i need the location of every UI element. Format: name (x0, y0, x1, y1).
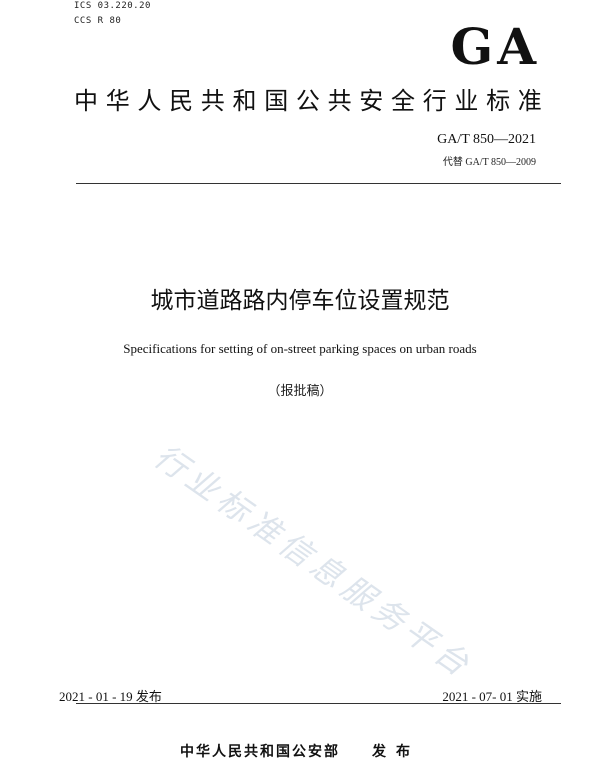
header-divider (76, 183, 561, 184)
publish-date: 2021 - 01 - 19 发布 (59, 689, 162, 704)
ccs-code: CCS R 80 (74, 16, 122, 26)
document-title-english: Specifications for setting of on-street … (123, 341, 477, 356)
watermark-text: 行业标准信息服务平台 (147, 437, 481, 687)
draft-status: （报批稿） (267, 384, 333, 399)
implementation-date: 2021 - 07- 01 实施 (442, 689, 542, 704)
ics-code: ICS 03.220.20 (74, 1, 151, 11)
document-title-chinese: 城市道路路内停车位设置规范 (150, 288, 450, 314)
publisher-organization: 中华人民共和国公安部 (180, 744, 340, 760)
standard-code: GA/T 850—2021 (437, 132, 536, 147)
replaced-standard: 代替 GA/T 850—2009 (442, 157, 536, 168)
ga-logo: GA (450, 17, 540, 76)
standard-category: 中华人民共和国公共安全行业标准 (74, 87, 550, 115)
publish-action: 发布 (372, 744, 420, 760)
publisher-line: 中华人民共和国公安部 发布 (0, 741, 600, 761)
footer-divider (76, 703, 561, 704)
